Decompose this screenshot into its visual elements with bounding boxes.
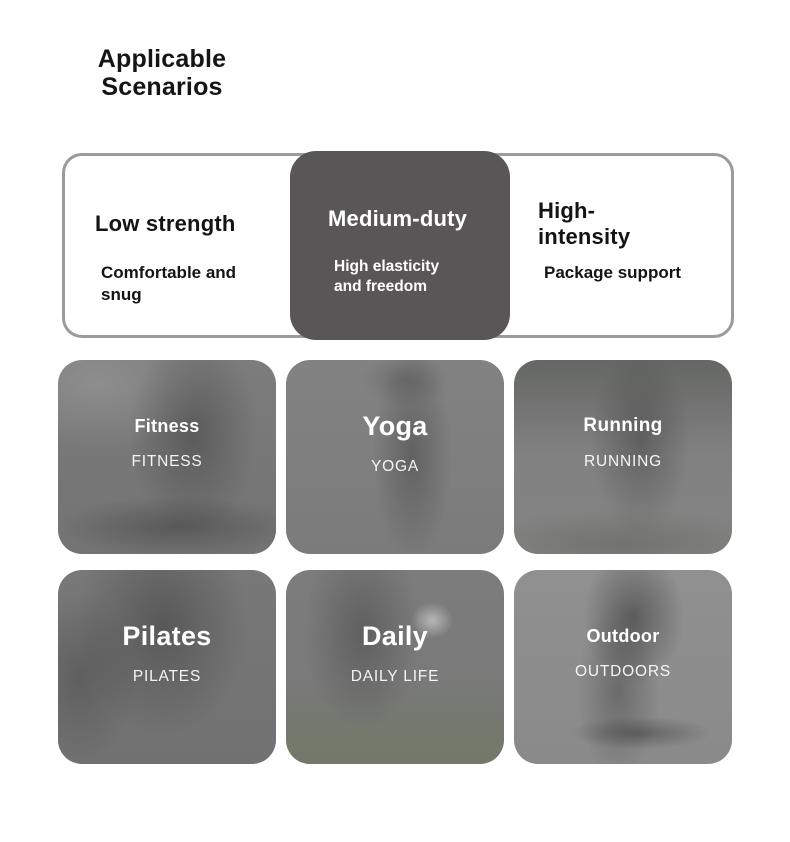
scenario-card-running: Running RUNNING <box>514 360 732 554</box>
scenario-card-outdoor: Outdoor OUTDOORS <box>514 570 732 764</box>
strength-option-medium-title: Medium-duty <box>328 206 468 231</box>
scenario-card-yoga-title: Yoga <box>362 410 428 441</box>
scenario-card-daily-title: Daily <box>361 620 429 651</box>
scenario-card-fitness: Fitness FITNESS <box>58 360 276 554</box>
scenario-card-yoga: Yoga YOGA <box>286 360 504 554</box>
woman-deadlift-gym-photo <box>58 360 276 554</box>
girl-frisbee-photo <box>286 570 504 764</box>
scenario-card-daily: Daily DAILY LIFE <box>286 570 504 764</box>
scenario-card-pilates: Pilates PILATES <box>58 570 276 764</box>
strength-level-bar: Low strength Comfortable and snug Medium… <box>62 151 734 340</box>
scenario-card-pilates-subtitle: PILATES <box>132 667 202 685</box>
scenario-card-outdoor-title: Outdoor <box>586 625 660 646</box>
scenario-card-running-subtitle: RUNNING <box>584 453 662 470</box>
scenario-card-grid: Fitness FITNESS Yoga YOGA Running RUNNIN… <box>58 360 733 764</box>
strength-option-low: Low strength Comfortable and snug <box>65 156 290 335</box>
man-tennis-photo <box>58 570 276 764</box>
scenario-card-fitness-subtitle: FITNESS <box>131 452 203 470</box>
section-title: Applicable Scenarios <box>97 45 227 101</box>
scenario-card-pilates-title: Pilates <box>122 620 212 651</box>
strength-option-high: High-intensity Package support <box>510 156 731 335</box>
woman-lunge-outdoors-photo <box>514 360 732 554</box>
scenario-card-fitness-title: Fitness <box>134 415 200 436</box>
strength-option-high-title: High-intensity <box>538 198 631 249</box>
strength-option-medium-subtitle: High elasticity and freedom <box>334 258 440 295</box>
strength-option-low-subtitle: Comfortable and snug <box>101 263 237 304</box>
woman-jump-rope-photo <box>286 360 504 554</box>
strength-option-high-subtitle: Package support <box>544 263 681 282</box>
scenario-card-yoga-subtitle: YOGA <box>371 457 419 475</box>
strength-option-low-title: Low strength <box>95 211 236 236</box>
scenario-card-daily-subtitle: DAILY LIFE <box>350 667 440 685</box>
strength-option-medium-active: Medium-duty High elasticity and freedom <box>290 151 510 340</box>
skateboarder-photo <box>514 570 732 764</box>
scenario-card-outdoor-subtitle: OUTDOORS <box>575 662 671 680</box>
scenario-card-running-title: Running <box>583 415 663 436</box>
